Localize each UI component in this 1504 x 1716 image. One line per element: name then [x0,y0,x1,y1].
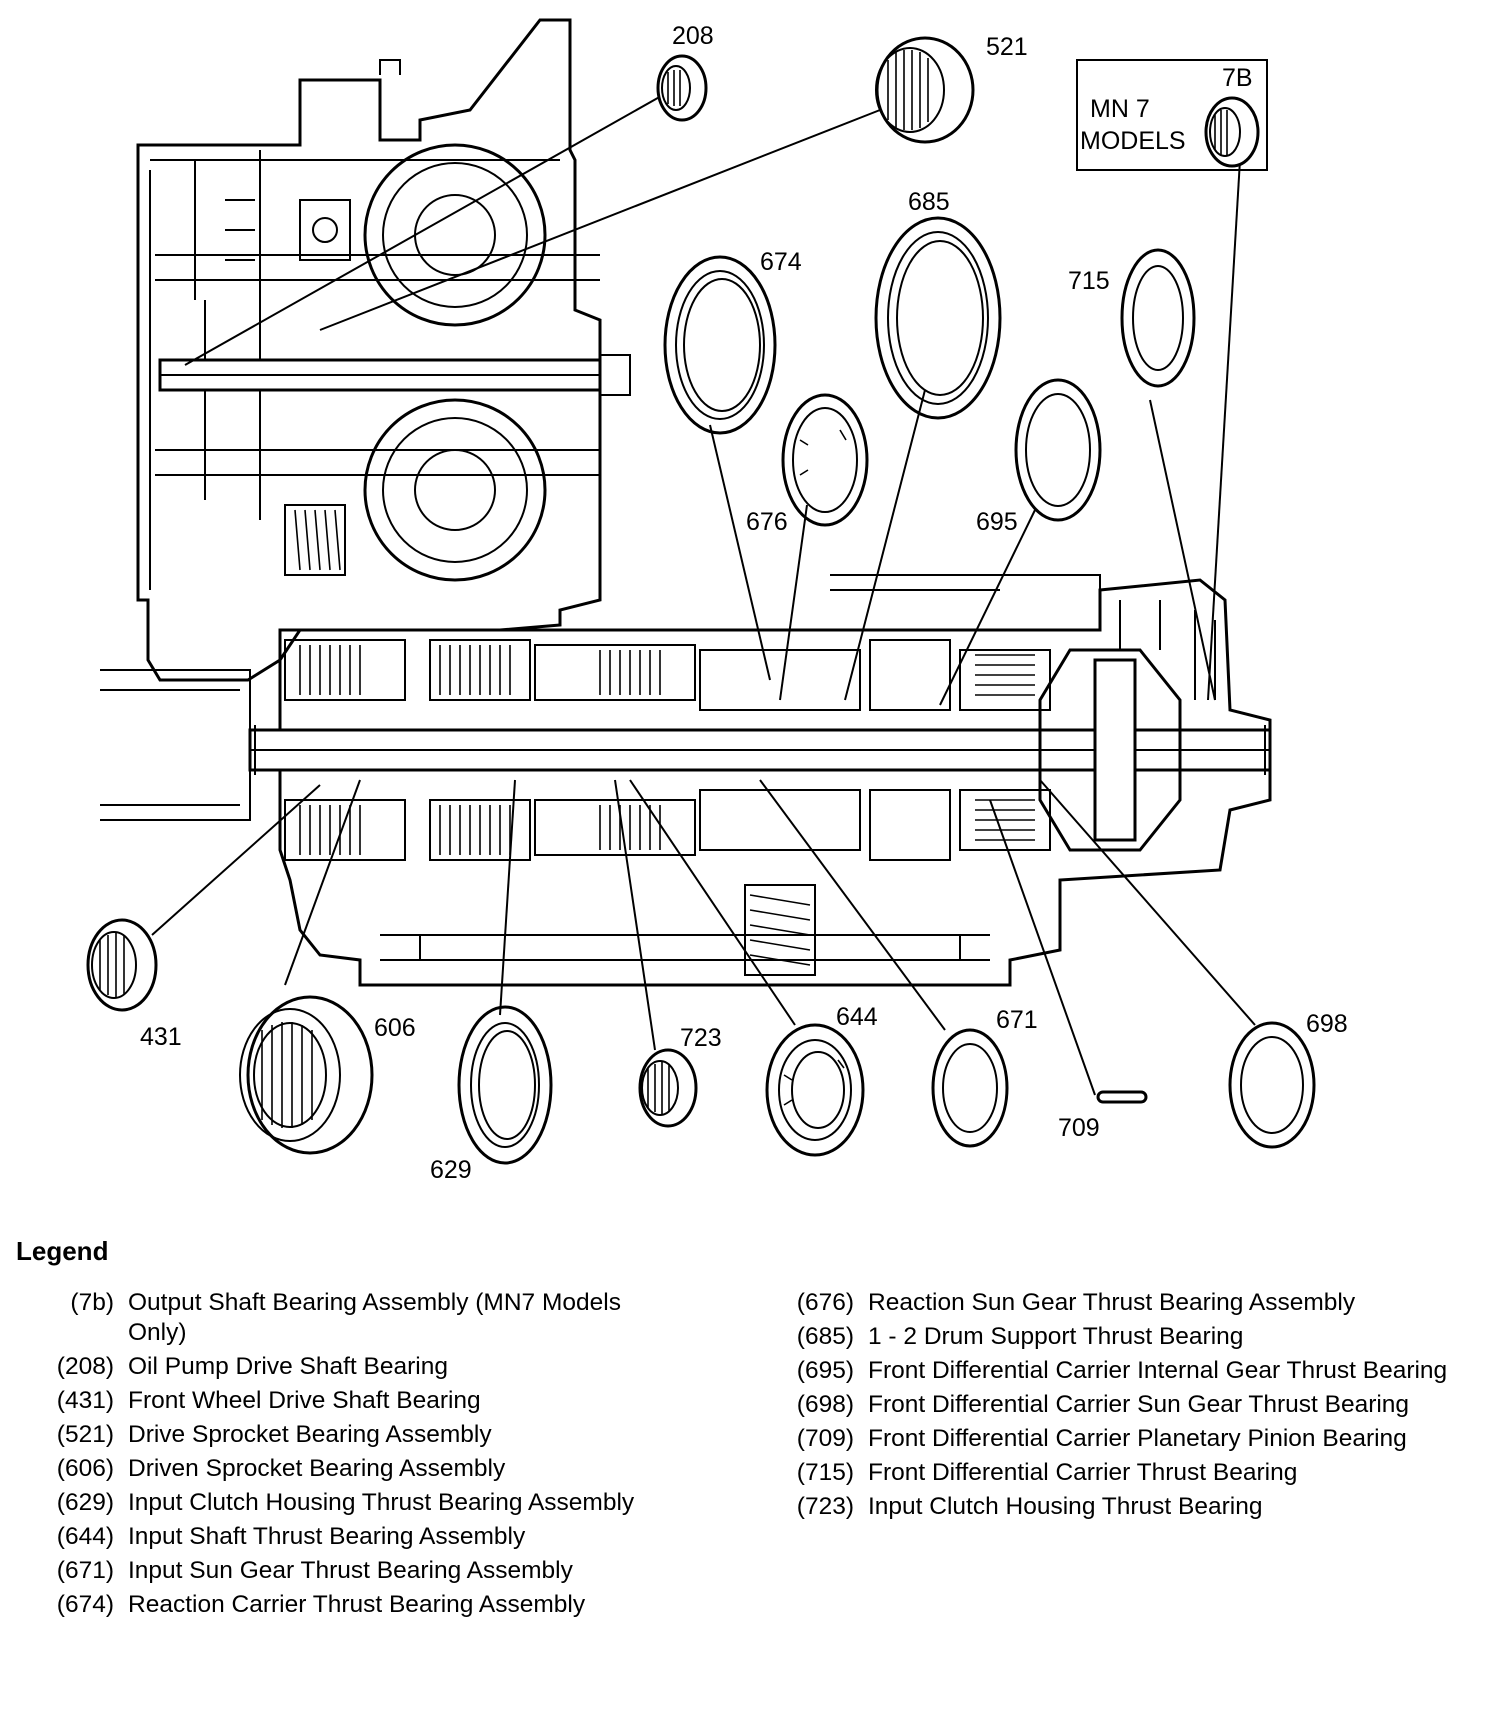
bearing-644 [765,1023,865,1157]
legend-code: (723) [796,1493,854,1520]
callout-labels: 208 521 7B MN 7 MODELS 685 674 715 676 6… [140,22,1348,1184]
legend-item: (685) 1 - 2 Drum Support Thrust Bearing [780,1322,1480,1352]
legend-code: (644) [56,1523,114,1550]
bearing-685 [874,216,1002,420]
legend-item: (606) Driven Sprocket Bearing Assembly [40,1454,680,1484]
legend-item: (698) Front Differential Carrier Sun Gear… [780,1390,1480,1420]
callout-674: 674 [760,248,802,276]
legend-item: (723) Input Clutch Housing Thrust Bearing [780,1492,1480,1522]
bearing-698 [1228,1021,1316,1149]
legend-description: Output Shaft Bearing Assembly (MN7 Model… [128,1289,621,1346]
bearing-709 [1096,1090,1148,1104]
legend-item: (521) Drive Sprocket Bearing Assembly [40,1420,680,1450]
diagram-svg: 208 521 7B MN 7 MODELS 685 674 715 676 6… [86,18,1348,1184]
legend-description: Front Differential Carrier Planetary Pin… [868,1425,1407,1452]
leader-lines [151,94,1256,1096]
callout-685: 685 [908,188,950,216]
legend-description: Front Differential Carrier Internal Gear… [868,1357,1448,1384]
differential [1038,600,1216,852]
legend-code: (695) [796,1357,854,1384]
bearing-723 [638,1048,698,1128]
legend-item: (715) Front Differential Carrier Thrust B… [780,1458,1480,1488]
legend-code: (709) [796,1425,854,1452]
legend-item: (208) Oil Pump Drive Shaft Bearing [40,1352,680,1382]
legend-title: Legend [16,1236,109,1266]
legend-code: (671) [56,1557,114,1584]
bearing-521 [875,36,975,144]
legend-code: (674) [56,1591,114,1618]
legend-item: (676) Reaction Sun Gear Thrust Bearing As… [780,1288,1480,1318]
callout-671: 671 [996,1006,1038,1034]
bearing-629 [457,1005,553,1165]
legend-description: Input Clutch Housing Thrust Bearing [868,1493,1263,1520]
callout-644: 644 [836,1003,878,1031]
callout-7b: 7B [1222,64,1253,92]
legend-item: (644) Input Shaft Thrust Bearing Assembly [40,1522,680,1552]
legend: Legend (7b) Output Shaft Bearing Assembly… [0,1236,1504,1696]
mn7-label-line2: MODELS [1080,127,1186,155]
legend-code: (521) [56,1421,114,1448]
callout-208: 208 [672,22,714,50]
legend-item: (671) Input Sun Gear Thrust Bearing Assem… [40,1556,680,1586]
clutch-packs [284,639,1051,861]
callout-709: 709 [1058,1114,1100,1142]
callout-521: 521 [986,33,1028,61]
bearing-208 [656,54,708,122]
callout-695: 695 [976,508,1018,536]
legend-code: (208) [56,1353,114,1380]
legend-description: Oil Pump Drive Shaft Bearing [128,1353,448,1380]
legend-description: 1 - 2 Drum Support Thrust Bearing [868,1323,1244,1350]
callout-715: 715 [1068,267,1110,295]
legend-code: (685) [796,1323,854,1350]
legend-description: Input Clutch Housing Thrust Bearing Asse… [128,1489,635,1516]
legend-code: (676) [796,1289,854,1316]
legend-code: (7b) [70,1289,114,1316]
legend-description: Reaction Carrier Thrust Bearing Assembly [128,1591,586,1618]
legend-right-column: (676) Reaction Sun Gear Thrust Bearing As… [780,1288,1480,1526]
legend-item: (7b) Output Shaft Bearing Assembly (MN7 M… [40,1288,680,1348]
legend-description: Input Sun Gear Thrust Bearing Assembly [128,1557,573,1584]
legend-description: Front Wheel Drive Shaft Bearing [128,1387,481,1414]
legend-code: (606) [56,1455,114,1482]
legend-code: (698) [796,1391,854,1418]
legend-code: (431) [56,1387,114,1414]
transaxle-housing [100,18,631,821]
bearing-715 [1120,248,1196,388]
legend-description: Reaction Sun Gear Thrust Bearing Assembl… [868,1289,1356,1316]
bearing-676 [781,393,869,527]
legend-code: (715) [796,1459,854,1486]
callout-606: 606 [374,1014,416,1042]
legend-description: Drive Sprocket Bearing Assembly [128,1421,492,1448]
bearing-7b [1076,59,1268,171]
callout-676: 676 [746,508,788,536]
bearing-695 [1014,378,1102,522]
legend-item: (674) Reaction Carrier Thrust Bearing Ass… [40,1590,680,1620]
callout-723: 723 [680,1024,722,1052]
bearing-671 [931,1028,1009,1148]
legend-left-column: (7b) Output Shaft Bearing Assembly (MN7 M… [40,1288,680,1624]
bearing-606 [239,995,374,1155]
callout-629: 629 [430,1156,472,1184]
callout-431: 431 [140,1023,182,1051]
legend-description: Front Differential Carrier Sun Gear Thru… [868,1391,1410,1418]
transaxle-main-body [248,574,1272,987]
legend-description: Driven Sprocket Bearing Assembly [128,1455,506,1482]
legend-code: (629) [56,1489,114,1516]
legend-description: Input Shaft Thrust Bearing Assembly [128,1523,526,1550]
legend-description: Front Differential Carrier Thrust Bearin… [868,1459,1298,1486]
bearing-674 [663,255,777,435]
mn7-label-line1: MN 7 [1090,95,1150,123]
bearing-431 [86,918,158,1012]
legend-item: (695) Front Differential Carrier Internal… [780,1356,1480,1386]
legend-item: (709) Front Differential Carrier Planetar… [780,1424,1480,1454]
transaxle-bearing-diagram: 208 521 7B MN 7 MODELS 685 674 715 676 6… [86,18,1348,1184]
legend-item: (431) Front Wheel Drive Shaft Bearing [40,1386,680,1416]
legend-item: (629) Input Clutch Housing Thrust Bearing… [40,1488,680,1518]
callout-698: 698 [1306,1010,1348,1038]
